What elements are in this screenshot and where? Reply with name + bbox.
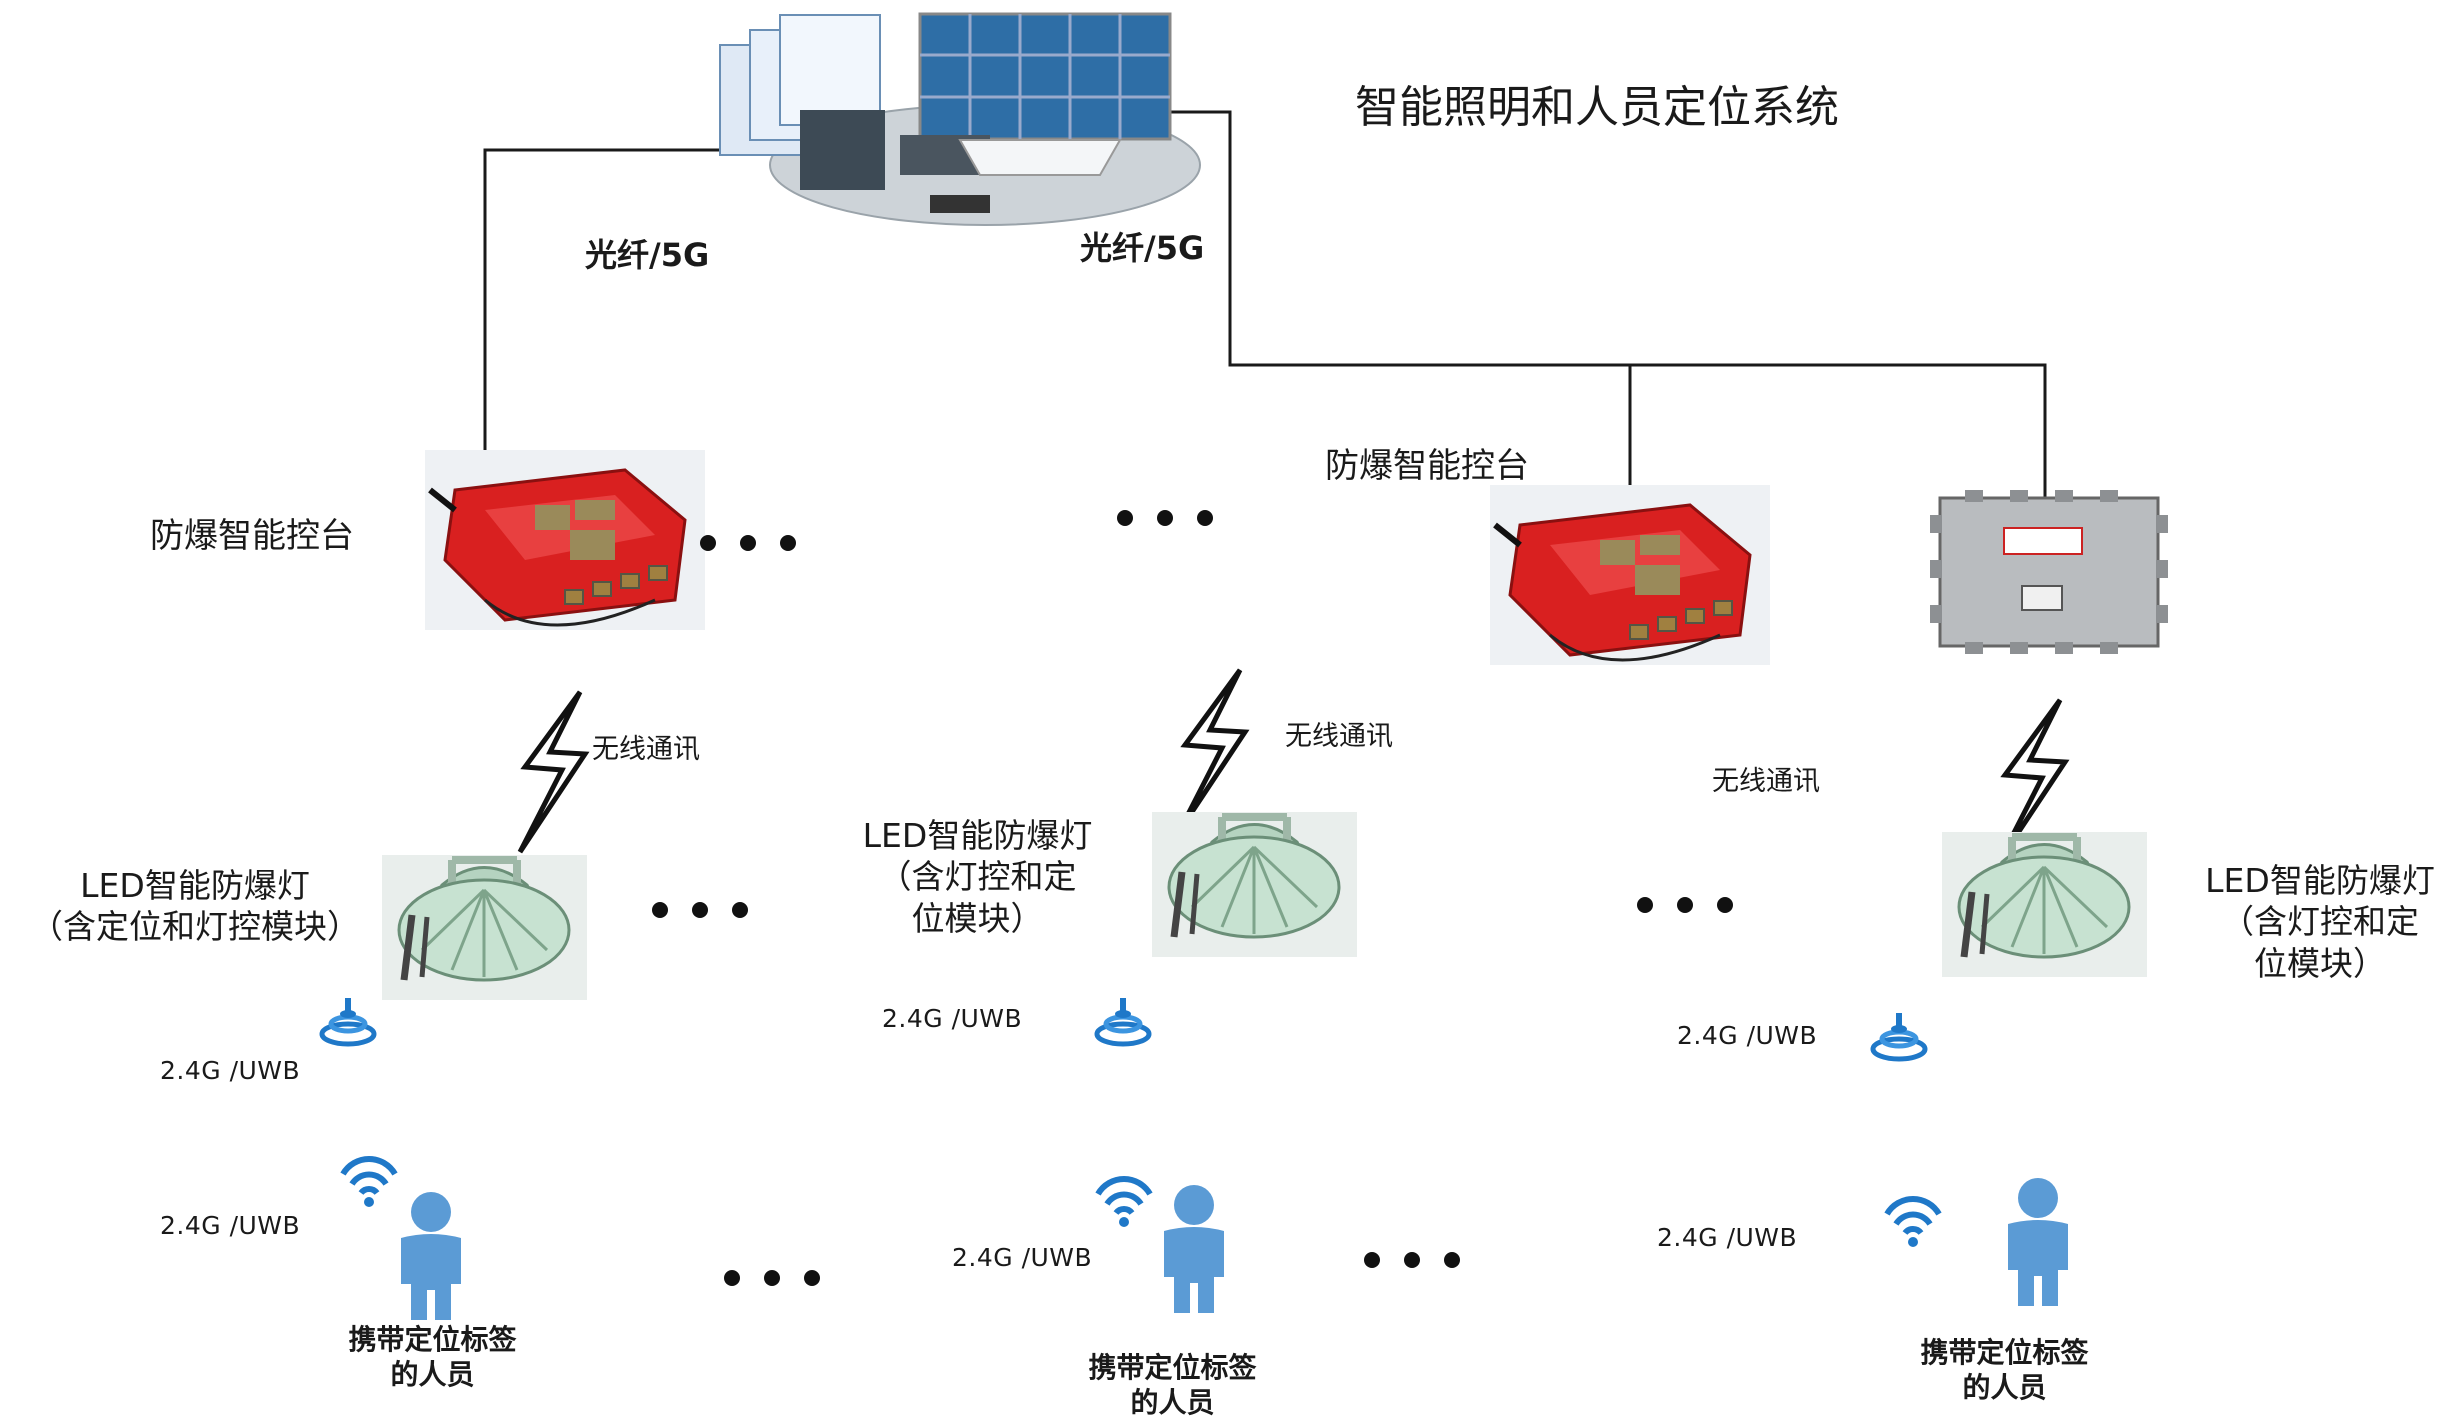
link-label-right: 光纤/5G xyxy=(1080,229,1205,267)
connection-lines xyxy=(483,110,2047,510)
freq-label-lamp-middle: 2.4G /UWB xyxy=(882,1004,1023,1033)
lamp-label-right: LED智能防爆灯 （含灯控和定 位模块） xyxy=(2185,860,2455,984)
tag-label-right-line1: 携带定位标签 xyxy=(1920,1336,2089,1369)
ellipsis-1 xyxy=(700,535,796,551)
ellipsis-4 xyxy=(1637,897,1733,913)
lamp-label-right-line1: LED智能防爆灯 xyxy=(2205,861,2435,900)
link-line-right xyxy=(1170,110,2047,498)
tag-label-middle-line2: 的人员 xyxy=(1130,1386,1215,1419)
tag-label-middle-line1: 携带定位标签 xyxy=(1088,1351,1257,1384)
led-lamp-right-icon xyxy=(1942,832,2147,977)
signal-icon-right xyxy=(1873,1013,1925,1059)
ellipsis-5 xyxy=(724,1270,820,1286)
freq-label-tag-left: 2.4G /UWB xyxy=(160,1211,301,1240)
wireless-label-right: 无线通讯 xyxy=(1712,766,1820,797)
controller-label-right: 防爆智能控台 xyxy=(1325,446,1529,486)
freq-label-tag-right: 2.4G /UWB xyxy=(1657,1223,1798,1252)
freq-label-lamp-left: 2.4G /UWB xyxy=(160,1056,301,1085)
lamp-label-left-line2: （含定位和灯控模块） xyxy=(30,907,360,947)
lamp-label-middle-line1: LED智能防爆灯 xyxy=(862,816,1093,855)
controller-label-left: 防爆智能控台 xyxy=(150,516,354,556)
freq-label-lamp-right: 2.4G /UWB xyxy=(1677,1021,1818,1050)
lightning-icon-left xyxy=(520,692,585,852)
lamp-label-left-line1: LED智能防爆灯 xyxy=(80,866,310,905)
freq-label-tag-middle: 2.4G /UWB xyxy=(952,1243,1093,1272)
wireless-label-left: 无线通讯 xyxy=(592,734,700,765)
person-icon-middle xyxy=(1164,1185,1224,1313)
controller-right-icon xyxy=(1490,485,1770,665)
person-icon-left xyxy=(401,1192,461,1320)
ellipsis-3 xyxy=(652,902,748,918)
tag-label-left-line2: 的人员 xyxy=(390,1358,475,1391)
lightning-icon-middle xyxy=(1180,670,1245,830)
link-label-left: 光纤/5G xyxy=(585,236,710,274)
lamp-label-middle-line3: 位模块） xyxy=(911,898,1044,938)
wireless-label-middle: 无线通讯 xyxy=(1285,721,1393,752)
signal-icon-middle xyxy=(1097,998,1149,1044)
led-lamp-middle-icon xyxy=(1152,812,1357,957)
lamp-label-right-line2: （含灯控和定 xyxy=(2221,902,2419,942)
lamp-label-middle: LED智能防爆灯 （含灯控和定 位模块） xyxy=(840,815,1115,939)
controller-left-icon xyxy=(425,450,705,630)
person-icon-right xyxy=(2008,1178,2068,1306)
lamp-label-left: LED智能防爆灯 （含定位和灯控模块） xyxy=(10,865,380,948)
control-center-icon xyxy=(719,12,1201,226)
control-box-icon xyxy=(1930,490,2168,654)
wifi-icon-right xyxy=(1887,1199,1939,1247)
tag-label-right: 携带定位标签 的人员 xyxy=(1892,1335,2117,1405)
ellipsis-2 xyxy=(1117,510,1213,526)
lamp-label-right-line3: 位模块） xyxy=(2254,943,2386,983)
tag-label-left-line1: 携带定位标签 xyxy=(348,1323,517,1356)
tag-label-middle: 携带定位标签 的人员 xyxy=(1060,1350,1285,1420)
signal-icon-left xyxy=(322,998,374,1044)
led-lamp-left-icon xyxy=(382,855,587,1000)
wifi-icon-left xyxy=(343,1159,395,1207)
tag-label-right-line2: 的人员 xyxy=(1962,1371,2047,1404)
ellipsis-6 xyxy=(1364,1252,1460,1268)
wifi-icon-middle xyxy=(1098,1179,1150,1227)
diagram-title: 智能照明和人员定位系统 xyxy=(1355,82,1839,133)
link-line-left xyxy=(483,148,730,510)
lamp-label-middle-line2: （含灯控和定 xyxy=(878,857,1077,897)
tag-label-left: 携带定位标签 的人员 xyxy=(320,1322,545,1392)
